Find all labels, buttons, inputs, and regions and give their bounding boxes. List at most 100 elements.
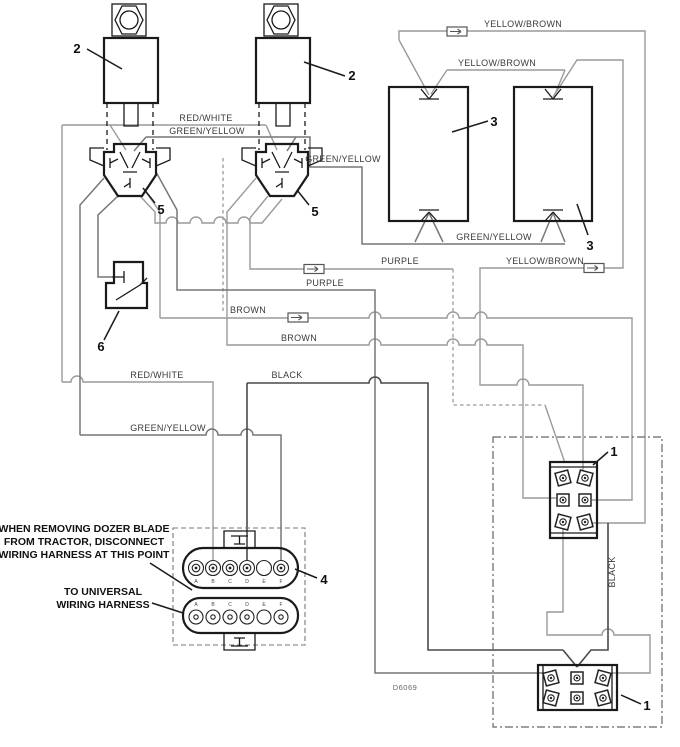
- solenoid-left: [102, 3, 160, 150]
- wire-label-black-vertical: BLACK: [607, 556, 617, 587]
- yellow-brown-top-wire: [398, 30, 646, 524]
- lamp-left: [387, 85, 470, 223]
- rocker-switch-lower: [536, 663, 619, 712]
- solenoid-right-leads: [258, 103, 306, 150]
- brown-lower-wire: [226, 177, 556, 499]
- pin-letter: F: [279, 602, 282, 608]
- leader-line: [620, 694, 642, 705]
- leader-line: [294, 568, 318, 579]
- splice-icon: [287, 312, 309, 323]
- lower-pins: [188, 609, 289, 625]
- pin-letter: E: [262, 579, 266, 585]
- leader-line: [303, 61, 346, 77]
- solenoid-left-cap: [111, 3, 147, 37]
- upper-key-glyph: [231, 535, 248, 545]
- wire-runs-dark: [79, 136, 609, 674]
- wire-label-red-white-upper: RED/WHITE: [179, 113, 232, 123]
- notes: WHEN REMOVING DOZER BLADE FROM TRACTOR, …: [0, 523, 417, 692]
- solenoid-left-body: [102, 36, 160, 105]
- wire-label-brown-lower: BROWN: [281, 333, 317, 343]
- wire-label-red-white-lower: RED/WHITE: [130, 370, 183, 380]
- pin-letter: C: [228, 602, 232, 608]
- mid-switch-contacts: [112, 271, 148, 301]
- harness-upper-half: A B C D E F: [181, 530, 300, 590]
- pin-letter: D: [245, 579, 249, 585]
- leader-line: [592, 451, 609, 466]
- plug-right-tabs: [241, 147, 323, 167]
- rocker-lower-terminals: [542, 669, 612, 707]
- upper-pins: [187, 559, 290, 577]
- universal-note-line2: WIRING HARNESS: [56, 599, 149, 611]
- callout-rocker-lower: 1: [643, 698, 650, 713]
- wire-label-yellow-brown-lower: YELLOW/BROWN: [506, 256, 584, 266]
- wire-label-yellow-brown-top: YELLOW/BROWN: [484, 19, 562, 29]
- plug-connector-right: [241, 142, 323, 198]
- callout-plug-right: 5: [311, 204, 318, 219]
- wire-label-purple-upper: PURPLE: [381, 256, 419, 266]
- disconnect-leader-line: [149, 562, 193, 591]
- wire-label-green-yellow-lamps: GREEN/YELLOW: [456, 232, 532, 242]
- lower-key-tab: [223, 633, 256, 651]
- upper-shell: [181, 546, 300, 590]
- leader-line: [451, 120, 489, 133]
- plug-connector-left: [89, 142, 171, 198]
- solenoid-right-body: [254, 36, 312, 105]
- disconnect-note-line1: WHEN REMOVING DOZER BLADE: [0, 523, 169, 535]
- wire-label-green-yellow-right: GREEN/YELLOW: [305, 154, 381, 164]
- rocker-dashed-box: [492, 436, 663, 728]
- pin-letter: A: [194, 579, 198, 585]
- wire-label-green-yellow-lower: GREEN/YELLOW: [130, 423, 206, 433]
- leader-line: [103, 310, 120, 341]
- solenoid-right-port: [271, 10, 291, 30]
- plug-right-pins: [261, 151, 303, 188]
- callouts: 2 2 3 3 4 5 5 6 1 1: [73, 41, 650, 713]
- callout-switch-mid: 6: [97, 339, 104, 354]
- callout-rocker-upper: 1: [610, 444, 617, 459]
- harness-connector-assembly: A B C D E F A B C D E F: [172, 527, 306, 651]
- plug-left-pins: [109, 151, 151, 188]
- harness-lower-half: A B C D E F: [181, 596, 300, 651]
- brown-upper-wire: [145, 191, 633, 501]
- solenoid-left-leads: [106, 103, 154, 150]
- upper-pin-letters: A B C D E F: [194, 579, 282, 585]
- solenoid-right-cap: [263, 3, 299, 37]
- pin-letter: F: [279, 579, 282, 585]
- purple-upper-diagonal: [544, 404, 566, 464]
- solenoid-left-prong: [123, 103, 139, 127]
- green-yellow-lower-wire: [79, 177, 282, 560]
- rocker-upper-body: [548, 460, 599, 540]
- lower-shell: [181, 596, 300, 635]
- lamp-left-body: [387, 85, 470, 223]
- wire-label-purple-lower: PURPLE: [306, 278, 344, 288]
- callout-lamp-right: 3: [586, 238, 593, 253]
- wire-label-black-horizontal: BLACK: [271, 370, 302, 380]
- rocker-lower-body: [536, 663, 619, 712]
- mid-switch: [104, 260, 149, 310]
- pin-letter: D: [245, 602, 249, 608]
- wire-runs-gray: [61, 30, 651, 674]
- pin-letter: C: [228, 579, 232, 585]
- disconnect-note-line3: WIRING HARNESS AT THIS POINT: [0, 549, 170, 561]
- pin-letter: E: [262, 602, 266, 608]
- lamp-left-terminals: [419, 88, 439, 222]
- pin-letter: B: [211, 602, 215, 608]
- lamp-right: [512, 85, 594, 223]
- splice-icon: [303, 263, 325, 275]
- wire-labels: YELLOW/BROWN YELLOW/BROWN YELLOW/BROWN R…: [130, 19, 617, 588]
- pin-letter: A: [194, 602, 198, 608]
- yellow-brown-lower-wire: [479, 59, 624, 470]
- callout-solenoid-left: 2: [73, 41, 80, 56]
- pin-letter: B: [211, 579, 215, 585]
- lower-pin-letters: A B C D E F: [194, 602, 282, 608]
- solenoid-right-hex-nut: [266, 5, 296, 35]
- wire-label-green-yellow-upper: GREEN/YELLOW: [169, 126, 245, 136]
- splice-icon: [583, 262, 605, 274]
- wire-label-yellow-brown-mid: YELLOW/BROWN: [458, 58, 536, 68]
- disconnect-note-line2: FROM TRACTOR, DISCONNECT: [4, 536, 165, 548]
- solenoid-right-prong: [275, 103, 291, 127]
- upper-key-tab: [223, 530, 256, 548]
- yellow-brown-mid-wire: [430, 69, 566, 95]
- lamp-right-body: [512, 85, 594, 223]
- rocker-loop-wire: [546, 524, 651, 674]
